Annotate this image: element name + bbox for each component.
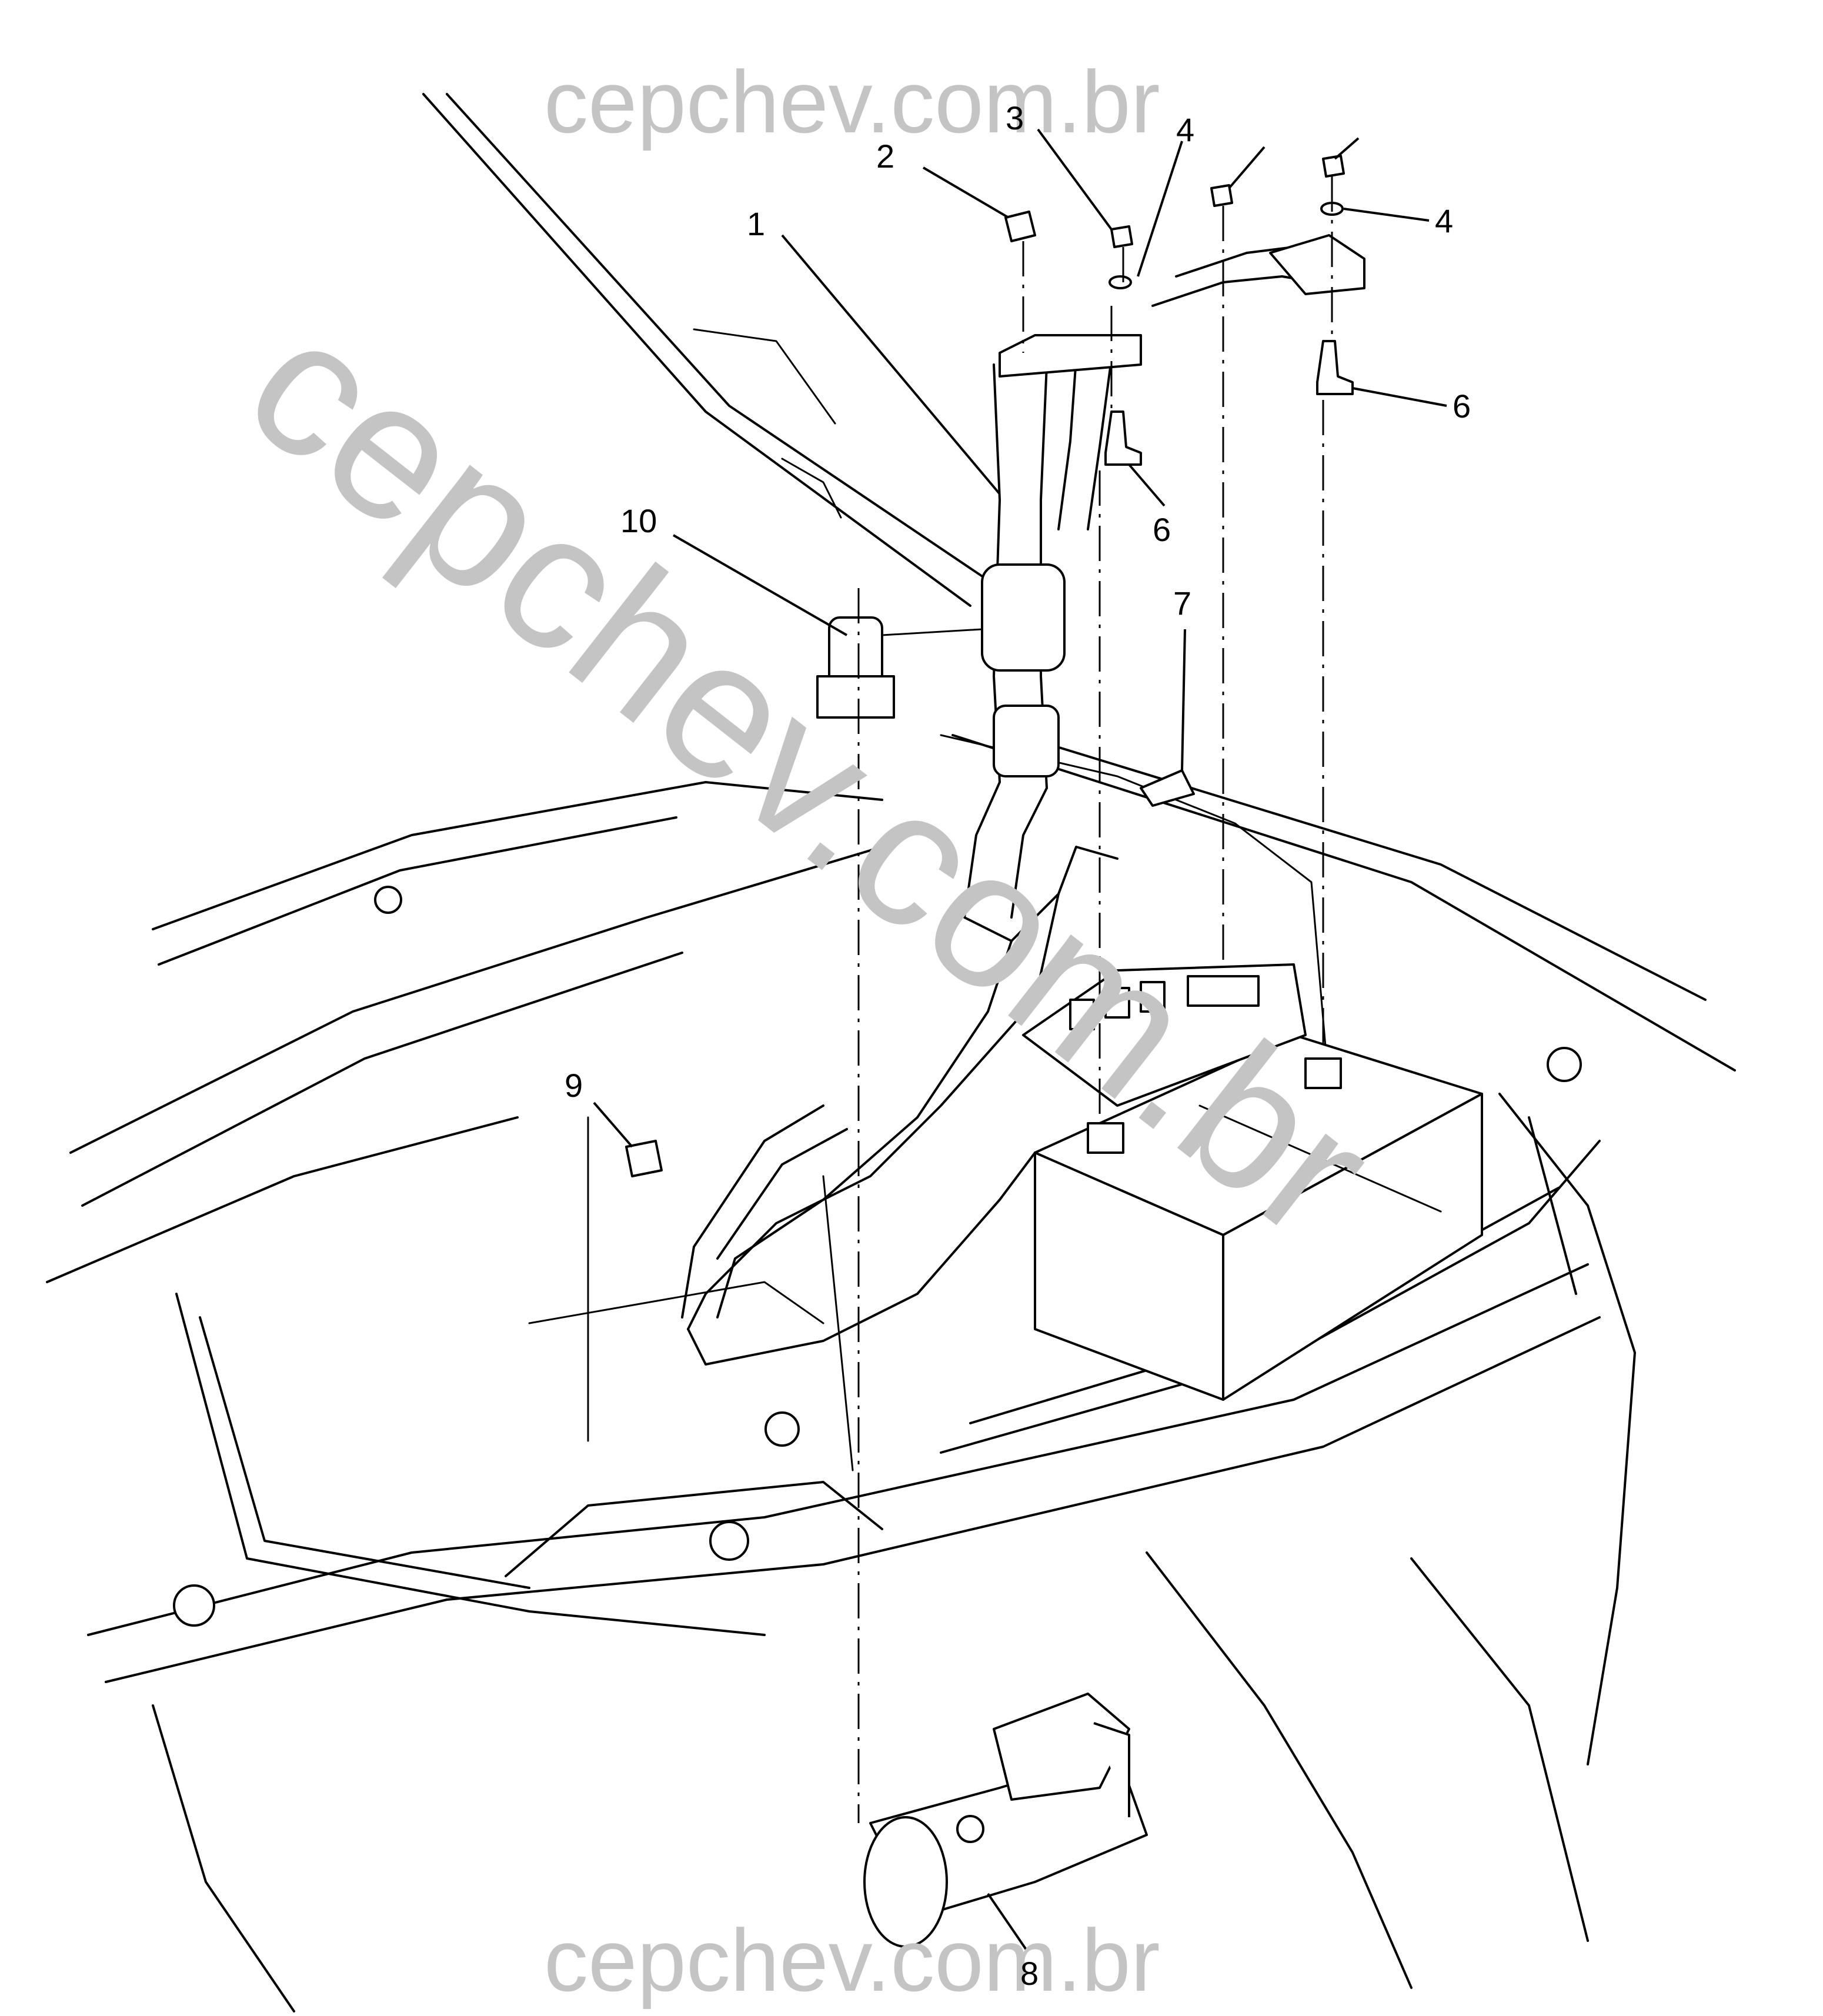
leader-4b bbox=[1343, 208, 1430, 222]
watermark-bottom: cepchev.com.br bbox=[544, 1911, 1160, 2010]
nut-3 bbox=[1110, 225, 1133, 248]
bolt-6b bbox=[1316, 340, 1354, 395]
leader-6b bbox=[1352, 387, 1447, 407]
leader-1 bbox=[781, 234, 1001, 495]
nut-5 bbox=[1210, 184, 1233, 207]
callout-4-left: 4 bbox=[1176, 111, 1194, 148]
callout-7: 7 bbox=[1173, 585, 1191, 622]
battery-current-sensor bbox=[816, 616, 983, 719]
leader-6a bbox=[1128, 463, 1166, 507]
fasteners bbox=[625, 155, 1354, 1177]
callout-3: 3 bbox=[1006, 99, 1024, 136]
hood-outline bbox=[422, 93, 1736, 1072]
nut-top-right bbox=[1322, 155, 1345, 178]
leader-3 bbox=[1037, 128, 1113, 231]
bolt-7 bbox=[1140, 769, 1195, 807]
leader-top-right bbox=[1334, 137, 1360, 160]
leader-8 bbox=[987, 1892, 1027, 1951]
leader-4a bbox=[1137, 141, 1183, 277]
callout-8: 8 bbox=[1020, 1955, 1039, 1992]
callout-6-right: 6 bbox=[1453, 388, 1471, 425]
battery bbox=[1034, 1034, 1483, 1401]
nut-2 bbox=[1004, 211, 1036, 242]
callout-4-right: 4 bbox=[1435, 202, 1453, 239]
leader-lines bbox=[593, 128, 1447, 1951]
nut-9 bbox=[625, 1140, 663, 1177]
leader-2 bbox=[922, 166, 1010, 219]
watermark-top: cepchev.com.br bbox=[544, 52, 1160, 151]
callout-6-left: 6 bbox=[1153, 511, 1171, 548]
battery-cable bbox=[681, 234, 1365, 1366]
leader-7 bbox=[1181, 629, 1186, 771]
callout-2: 2 bbox=[876, 138, 894, 175]
washer-4a bbox=[1109, 275, 1132, 289]
bolt-6a bbox=[1104, 410, 1142, 466]
watermark-diagonal: cepchev.com.br bbox=[209, 273, 1412, 1280]
callout-1: 1 bbox=[747, 205, 765, 242]
leader-5 bbox=[1228, 146, 1266, 189]
alignment-lines bbox=[857, 176, 1333, 1823]
callout-9: 9 bbox=[565, 1067, 583, 1104]
callout-10: 10 bbox=[620, 502, 657, 539]
starter-motor bbox=[863, 1693, 1148, 1948]
leader-9 bbox=[593, 1102, 633, 1148]
leader-10 bbox=[673, 534, 847, 636]
underhood-fuse-block bbox=[1022, 963, 1307, 1107]
